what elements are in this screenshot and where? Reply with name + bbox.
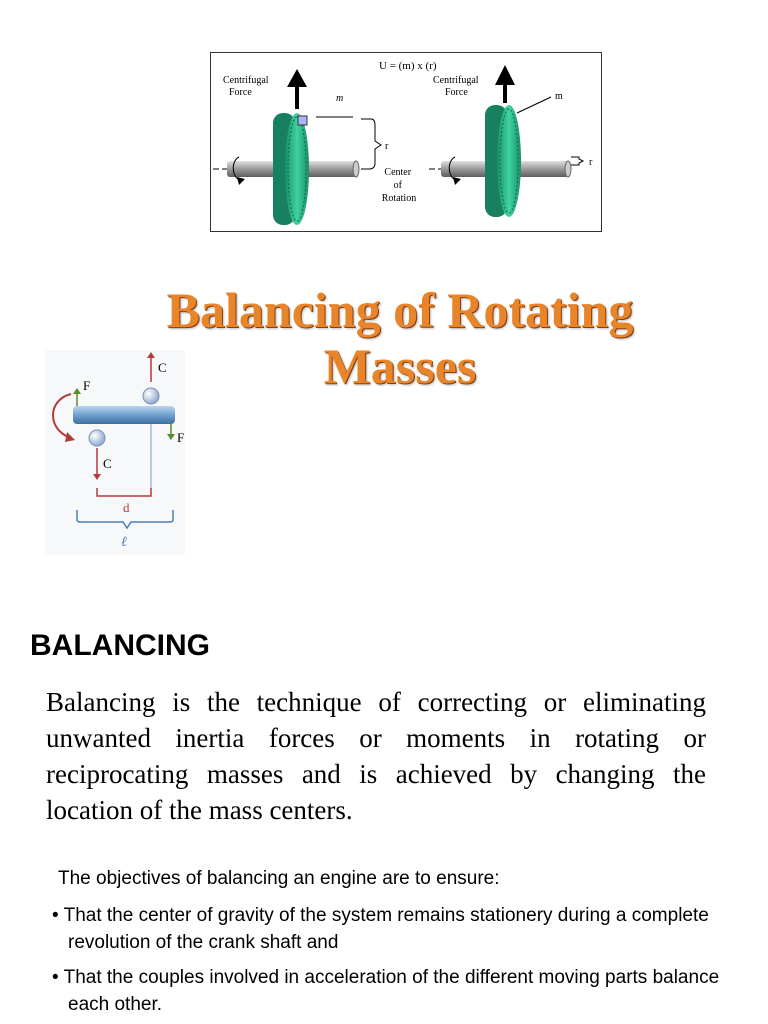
left-mass-label: m <box>336 93 343 104</box>
center-of-rotation-label: Center of Rotation <box>382 167 416 204</box>
objective-bullet: • That the center of gravity of the syst… <box>52 905 709 953</box>
right-r-label: r <box>589 157 593 168</box>
equation-label: U = (m) x (r) <box>379 60 437 72</box>
objective-bullet: • That the couples involved in accelerat… <box>52 967 720 1015</box>
couple-diagram: C C F F d ℓ <box>45 350 185 555</box>
label-f-left: F <box>83 378 90 393</box>
top-mass <box>142 387 160 405</box>
left-r-label: r <box>385 141 389 152</box>
right-mass-label: m <box>555 91 563 102</box>
right-force-arrow <box>495 65 515 103</box>
label-d: d <box>123 500 130 515</box>
beam <box>73 406 175 424</box>
left-mass <box>297 115 308 126</box>
label-l: ℓ <box>121 535 127 550</box>
slide-title: Balancing of Rotating Masses <box>60 282 740 394</box>
bottom-mass <box>88 429 106 447</box>
label-c-top: C <box>158 360 167 375</box>
title-line-1: Balancing of Rotating <box>166 282 634 338</box>
objectives-intro: The objectives of balancing an engine ar… <box>58 868 500 889</box>
section-heading: BALANCING <box>30 629 210 662</box>
left-disc <box>273 113 309 225</box>
right-disc <box>485 105 521 217</box>
label-c-bottom: C <box>103 456 112 471</box>
definition-paragraph: Balancing is the technique of correcting… <box>46 687 706 825</box>
left-force-arrow <box>287 69 307 109</box>
label-f-right: F <box>177 430 184 445</box>
title-line-2: Masses <box>323 338 477 394</box>
